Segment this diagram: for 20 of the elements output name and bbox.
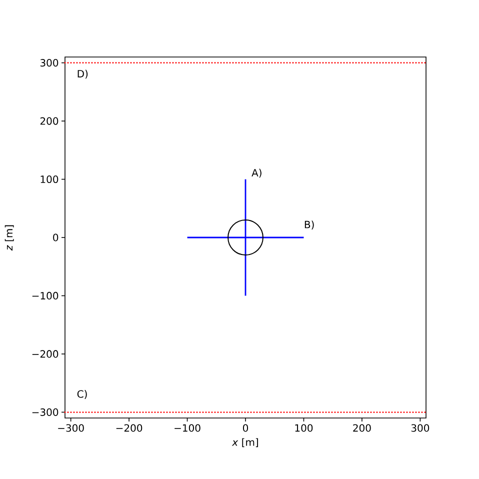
- part-label: B): [304, 220, 314, 230]
- tick-label: 300: [411, 424, 430, 432]
- tick-label: 0: [242, 424, 248, 432]
- part-label: D): [78, 70, 88, 79]
- tick-label: −200: [32, 350, 58, 358]
- part-label: A): [252, 168, 262, 178]
- tick-label: −300: [32, 408, 58, 416]
- tick-label: 300: [40, 59, 58, 67]
- part-label: C): [77, 390, 87, 399]
- tick-label: −100: [32, 292, 58, 300]
- tick-label: 100: [40, 175, 58, 184]
- tick-label: 200: [353, 424, 371, 432]
- tick-label: −300: [58, 424, 84, 432]
- axis-label: z [m]: [4, 225, 14, 251]
- tick-label: 100: [295, 424, 313, 432]
- axis-label: x [m]: [232, 438, 258, 448]
- tick-label: −200: [116, 424, 142, 432]
- tick-label: −100: [174, 424, 200, 432]
- tick-label: 0: [53, 234, 58, 242]
- tick-label: 200: [40, 117, 58, 125]
